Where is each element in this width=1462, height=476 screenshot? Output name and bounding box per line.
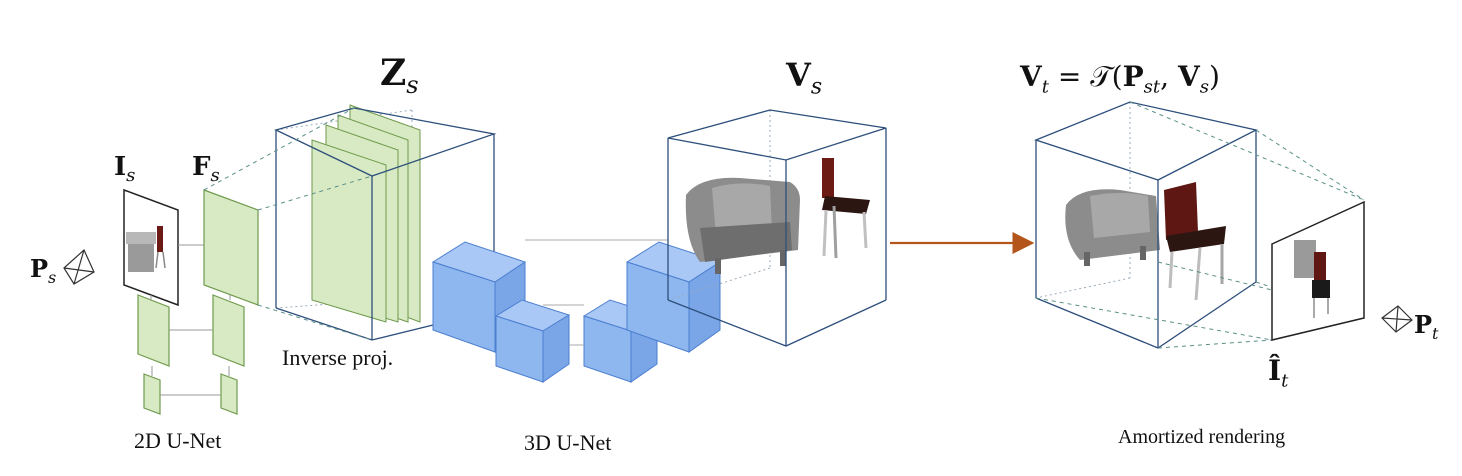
label-input-image: Is — [114, 152, 135, 186]
unet2d-down1-right — [212, 294, 245, 367]
label-volume-v-sub: s — [810, 74, 823, 100]
label-input-image-sub: s — [126, 165, 136, 187]
unet2d-down2-right — [220, 373, 238, 415]
label-volume-v: Vs — [786, 56, 822, 99]
label-rendered-image: Ît — [1268, 354, 1288, 392]
unet2d-down1-left — [137, 294, 170, 367]
armchair-volume-vt — [1065, 189, 1160, 266]
eq-vt-sub: t — [1041, 76, 1049, 98]
feature-map — [203, 189, 259, 306]
label-volume-z-base: Z — [380, 52, 407, 94]
input-image-chair — [126, 226, 166, 272]
label-rendered-sub: t — [1281, 370, 1289, 392]
unet-2d — [63, 188, 259, 415]
caption-unet-3d: 3D U-Net — [524, 430, 612, 455]
label-volume-z-sub: s — [406, 71, 419, 100]
unet2d-down2-left — [143, 373, 161, 415]
caption-amortized-rendering: Amortized rendering — [1118, 426, 1286, 448]
volume-v — [667, 109, 887, 347]
unet3d-cube-4 — [625, 241, 722, 353]
wooden-chair-volume-vt — [1164, 182, 1226, 301]
label-pose-target-sub: t — [1432, 323, 1439, 343]
target-camera-icon — [1381, 305, 1413, 333]
unet-3d — [431, 239, 722, 383]
unet3d-cube-2 — [494, 299, 571, 383]
eq-vt-base: V — [1020, 60, 1042, 93]
label-volume-z: Zs — [380, 52, 419, 99]
label-transform-equation: Vt = 𝒯(Pst, Vs) — [1020, 60, 1220, 98]
source-camera-icon — [63, 249, 95, 285]
eq-pst-sub: st — [1143, 76, 1161, 98]
eq-close-paren: ) — [1208, 60, 1220, 93]
label-rendered-base: Î — [1268, 354, 1282, 387]
eq-vs-base: V — [1177, 60, 1200, 93]
eq-transform-op: = 𝒯( — [1057, 60, 1123, 93]
eq-vs-sub: s — [1199, 76, 1209, 98]
caption-inverse-proj: Inverse proj. — [282, 345, 394, 370]
label-input-image-base: I — [114, 152, 127, 182]
label-pose-source-base: P — [30, 254, 49, 283]
label-pose-source: Ps — [30, 254, 56, 287]
rendered-image — [1271, 200, 1365, 341]
label-pose-target: Pt — [1414, 310, 1438, 343]
caption-unet-2d: 2D U-Net — [134, 428, 222, 453]
wooden-chair-volume-v — [822, 158, 870, 259]
volume-vt — [1034, 101, 1365, 349]
label-pose-target-base: P — [1414, 310, 1433, 339]
label-features-base: F — [192, 152, 211, 182]
eq-pst-base: P — [1122, 60, 1144, 93]
volume-z — [203, 104, 497, 341]
armchair-volume-v — [685, 177, 800, 274]
label-volume-v-base: V — [786, 56, 811, 94]
label-features-sub: s — [210, 165, 220, 187]
label-features-2d: Fs — [192, 152, 220, 186]
label-pose-source-sub: s — [48, 267, 57, 287]
unet2d-connections — [150, 295, 231, 396]
